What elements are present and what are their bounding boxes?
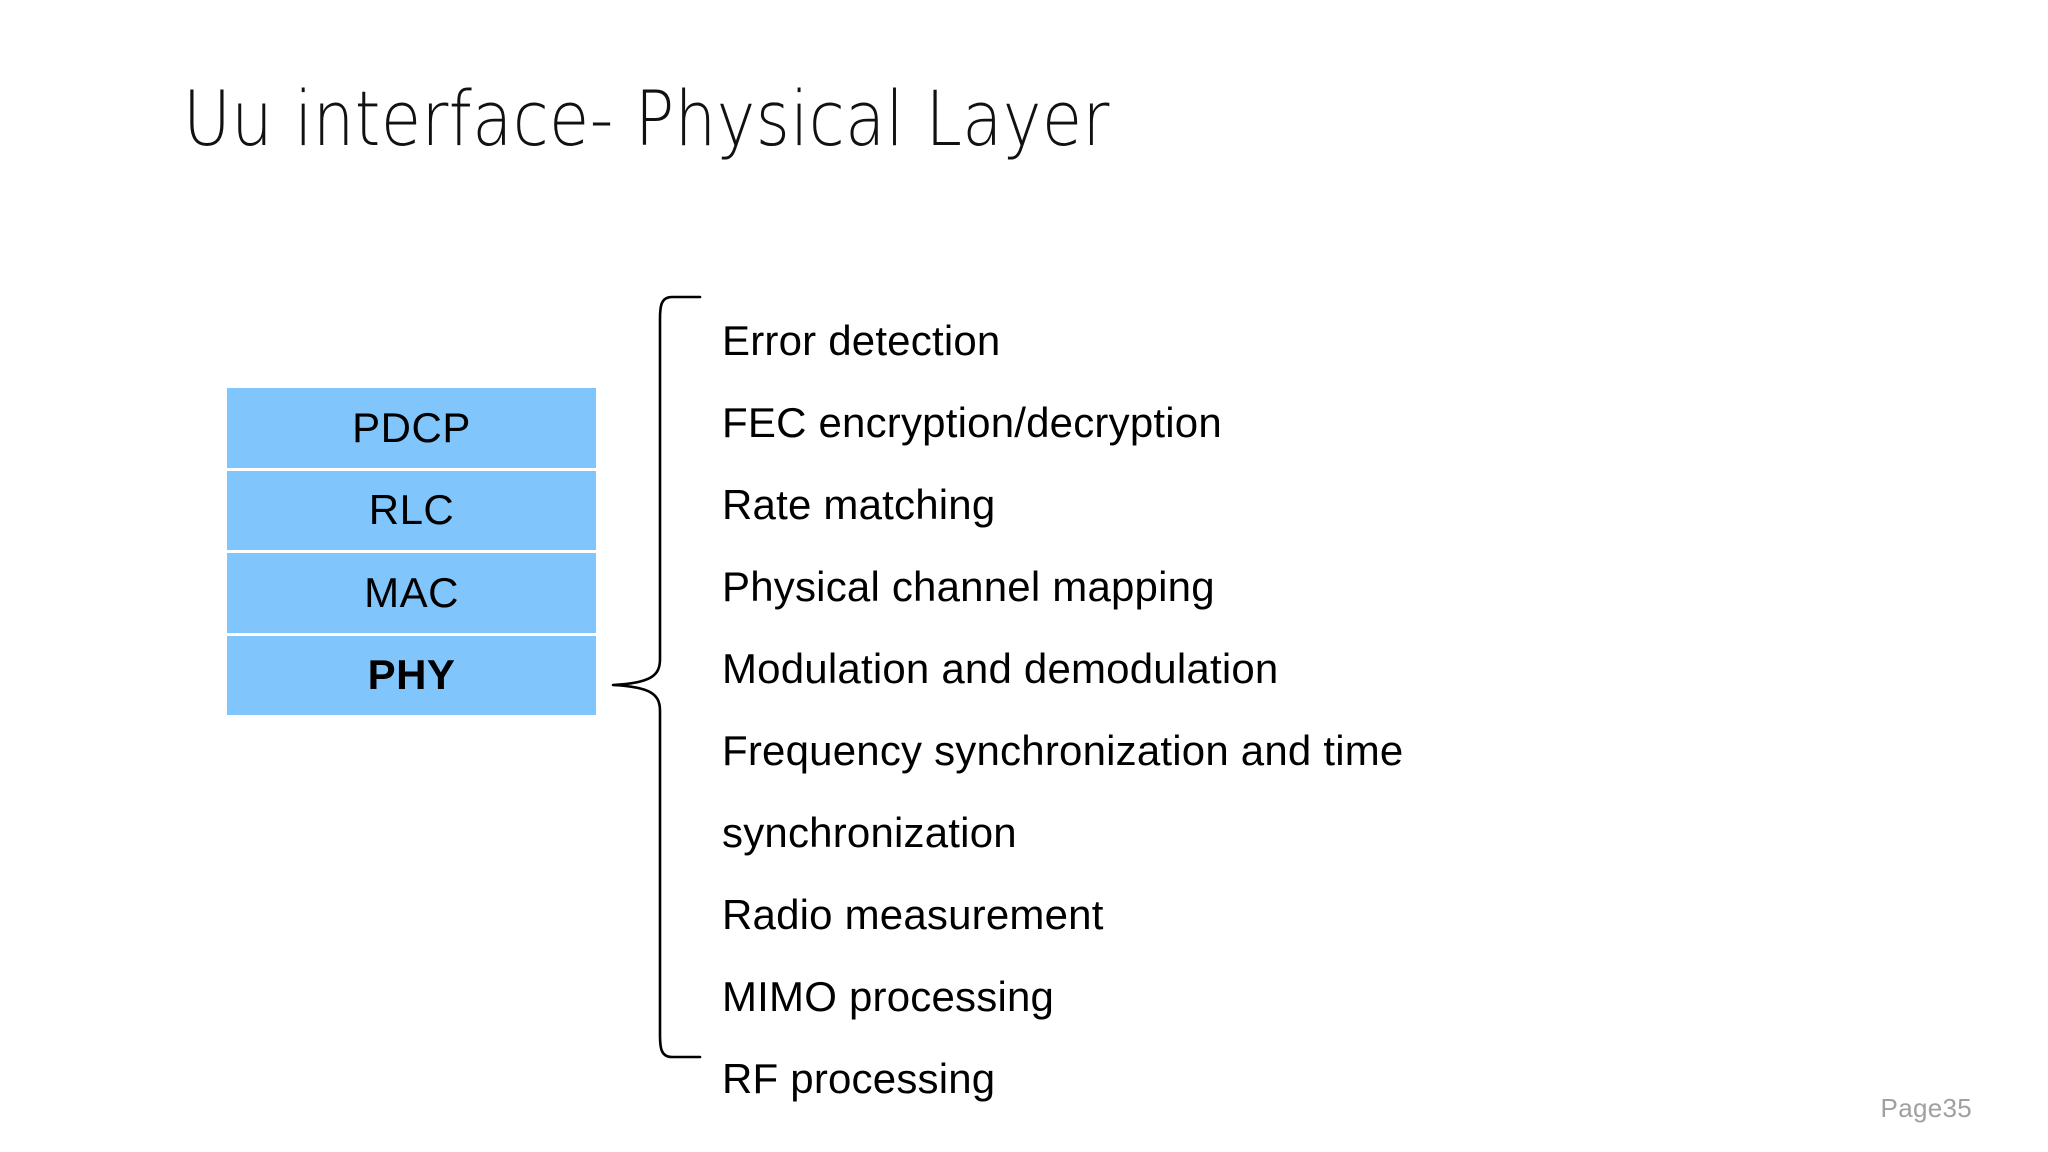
list-item: MIMO processing <box>722 973 1055 1020</box>
list-item: Rate matching <box>722 481 996 528</box>
list-item: Frequency synchronization and time synch… <box>722 727 1404 856</box>
page-title: Uu interface- Physical Layer <box>183 73 1110 163</box>
list-item: Modulation and demodulation <box>722 645 1279 692</box>
page-number-label: Page35 <box>1880 1093 1972 1123</box>
stack-layer-phy: PHY <box>227 635 596 715</box>
list-item: FEC encryption/decryption <box>722 399 1222 446</box>
stack-layer-label: MAC <box>364 568 459 616</box>
stack-layer-pdcp: PDCP <box>227 388 596 471</box>
list-item: Error detection <box>722 317 1001 364</box>
phy-function-list: Error detection FEC encryption/decryptio… <box>722 300 1552 1120</box>
list-item: RF processing <box>722 1055 996 1102</box>
stack-layer-rlc: RLC <box>227 470 596 553</box>
stack-layer-label: RLC <box>368 486 455 534</box>
protocol-stack-diagram: PDCP RLC MAC PHY <box>227 388 596 715</box>
list-item: Radio measurement <box>722 891 1104 938</box>
curly-brace-icon <box>611 295 702 1059</box>
stack-layer-label: PDCP <box>352 403 471 451</box>
stack-layer-mac: MAC <box>227 553 596 636</box>
list-item: Physical channel mapping <box>722 563 1215 610</box>
stack-layer-label: PHY <box>367 651 456 699</box>
